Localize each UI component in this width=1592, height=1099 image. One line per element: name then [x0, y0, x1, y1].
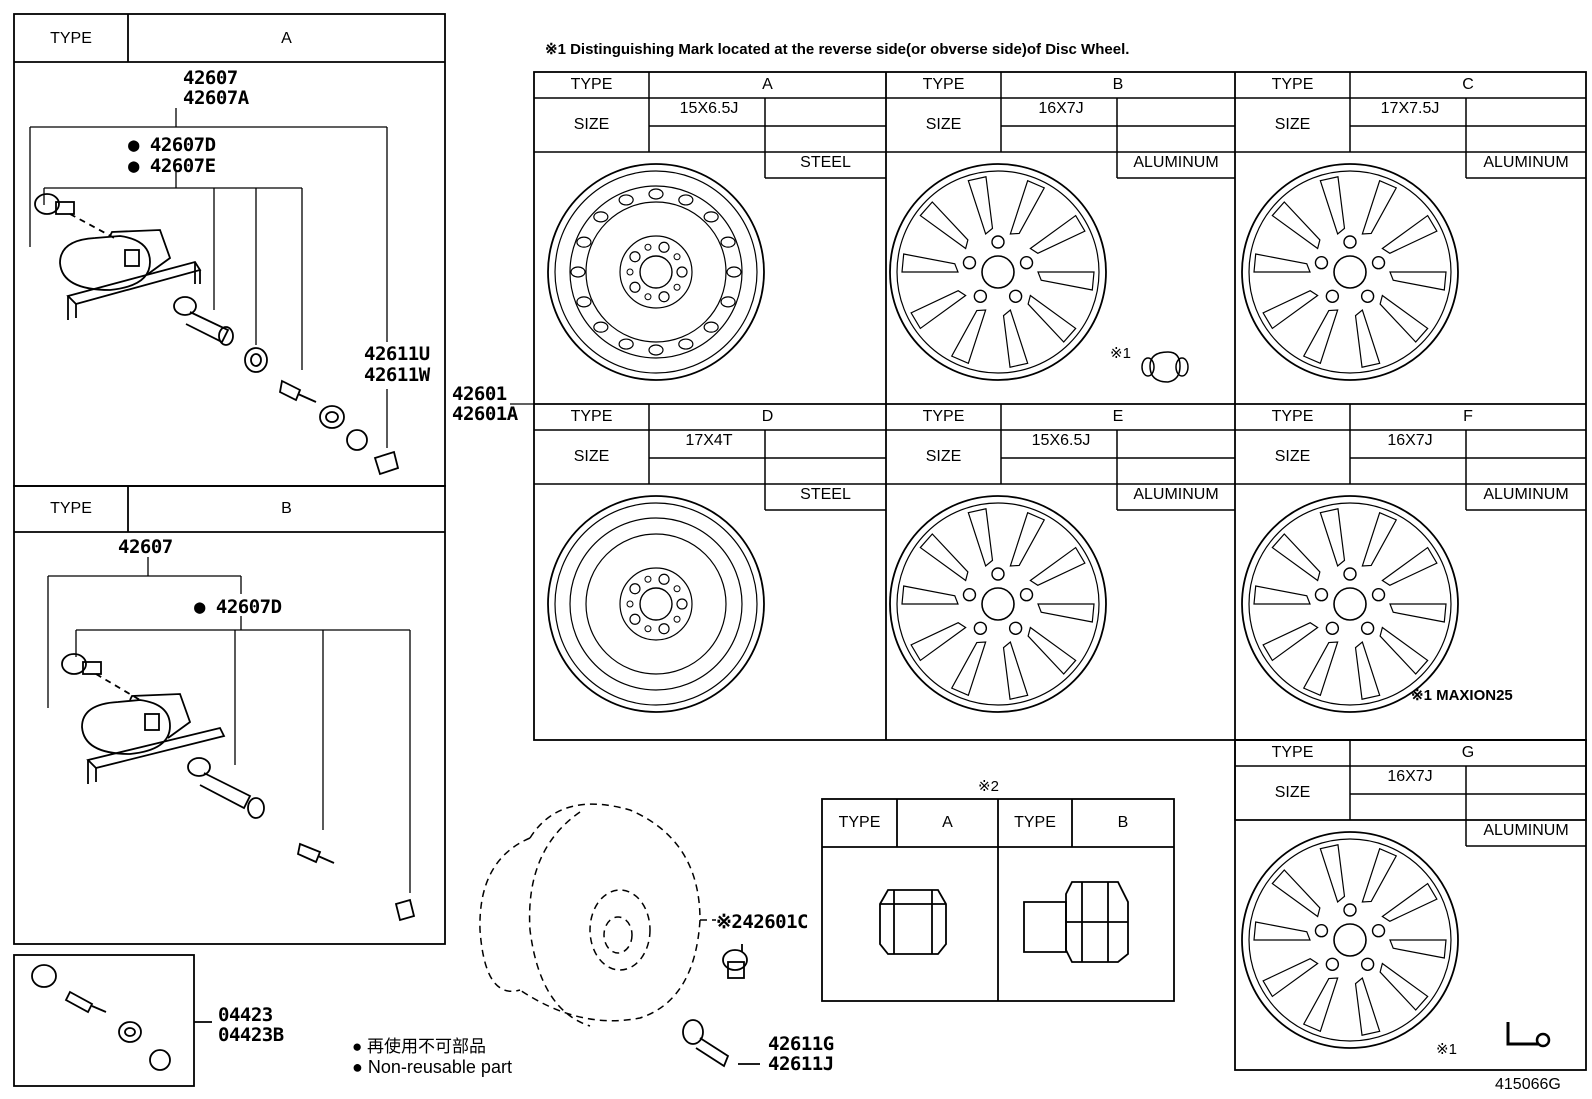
wheel-size-value: 15X6.5J: [679, 100, 739, 117]
kit-box: [13, 954, 195, 1087]
wheel-type-value: A: [762, 76, 773, 93]
wheel-type-label: TYPE: [570, 408, 613, 425]
wheel-material: ALUMINUM: [1133, 486, 1219, 503]
valve-part-1[interactable]: 42611G: [768, 1033, 834, 1055]
nut-b-type-label: TYPE: [1014, 814, 1056, 831]
wheel-size-value: 16X7J: [1038, 100, 1084, 117]
wheel-grid: [533, 71, 1587, 741]
distinguishing-mark-note: ※1 Distinguishing Mark located at the re…: [545, 41, 1130, 58]
wheel-size-label: SIZE: [925, 448, 962, 465]
sensor-b-part-main[interactable]: 42607: [118, 536, 173, 558]
wheel-size-value: 16X7J: [1387, 768, 1433, 785]
wheel-size-label: SIZE: [573, 448, 610, 465]
sensor-b-type-label: TYPE: [50, 500, 92, 517]
wheel-part-2[interactable]: 42601A: [452, 403, 518, 425]
valve-part-2[interactable]: 42611J: [768, 1053, 834, 1075]
wheel-mark: ※1: [1436, 1041, 1457, 1058]
wheel-type-value: C: [1462, 76, 1474, 93]
wheel-type-value: F: [1463, 408, 1473, 425]
kit-part-1[interactable]: 04423: [218, 1004, 273, 1026]
wheel-size-label: SIZE: [925, 116, 962, 133]
legend-line-en: ● Non-reusable part: [352, 1057, 512, 1077]
wheel-size-label: SIZE: [1274, 784, 1311, 801]
wheel-type-label: TYPE: [1271, 408, 1314, 425]
kit-part-2[interactable]: 04423B: [218, 1024, 284, 1046]
legend-line-jp: ● 再使用不可部品: [352, 1037, 486, 1056]
wheel-size-label: SIZE: [573, 116, 610, 133]
wheel-material: ALUMINUM: [1133, 154, 1219, 171]
sensor-b-part-d[interactable]: ● 42607D: [194, 596, 282, 618]
sensor-a-type-label: TYPE: [50, 30, 92, 47]
wheel-size-value: 15X6.5J: [1031, 432, 1091, 449]
wheel-size-value: 17X7.5J: [1380, 100, 1440, 117]
wheel-type-label: TYPE: [922, 408, 965, 425]
sensor-a-type-value: A: [281, 30, 292, 47]
wheel-size-label: SIZE: [1274, 448, 1311, 465]
sensor-a-part-side-1[interactable]: 42611U: [364, 343, 430, 365]
diagram-id: 415066G: [1495, 1076, 1561, 1093]
wheel-material: ALUMINUM: [1483, 486, 1569, 503]
wheel-part-1[interactable]: 42601: [452, 383, 507, 405]
wheel-type-label: TYPE: [922, 76, 965, 93]
sensor-b-type-value: B: [281, 500, 292, 517]
wheel-material: STEEL: [800, 154, 851, 171]
wheel-mark: ※1: [1110, 345, 1131, 362]
wheel-size-value: 16X7J: [1387, 432, 1433, 449]
sensor-a-part-d-label: 42607D: [149, 134, 216, 156]
nut-part[interactable]: ※242601C: [716, 911, 809, 933]
wheel-type-value: B: [1112, 76, 1124, 93]
nut-b-type-value: B: [1117, 814, 1129, 831]
wheel-size-value: 17X4T: [685, 432, 733, 449]
wheel-size-label: SIZE: [1274, 116, 1311, 133]
sensor-b-box: [13, 485, 446, 945]
sensor-a-part-main-1[interactable]: 42607: [183, 67, 238, 89]
nut-a-type-label: TYPE: [838, 814, 881, 831]
wheel-material: ALUMINUM: [1483, 822, 1569, 839]
sensor-b-part-d-label: 42607D: [215, 596, 282, 618]
sensor-a-part-side-2[interactable]: 42611W: [364, 364, 430, 386]
wheel-type-label: TYPE: [1271, 76, 1314, 93]
wheel-type-value: G: [1461, 744, 1475, 761]
wheel-type-value: E: [1112, 408, 1124, 425]
sensor-a-part-e-label: 42607E: [149, 155, 216, 177]
nut-a-type-value: A: [942, 814, 953, 831]
wheel-material: ALUMINUM: [1483, 154, 1569, 171]
wheel-material: STEEL: [800, 486, 851, 503]
wheel-type-label: TYPE: [1271, 744, 1314, 761]
sensor-a-part-d[interactable]: ● 42607D: [128, 134, 216, 156]
sensor-a-part-e[interactable]: ● 42607E: [128, 155, 216, 177]
nut-box-header: ※2: [978, 778, 999, 795]
sensor-a-part-main-2[interactable]: 42607A: [183, 87, 249, 109]
wheel-type-value: D: [761, 408, 774, 425]
wheel-type-label: TYPE: [570, 76, 613, 93]
wheel-mark: ※1 MAXION25: [1411, 687, 1513, 704]
